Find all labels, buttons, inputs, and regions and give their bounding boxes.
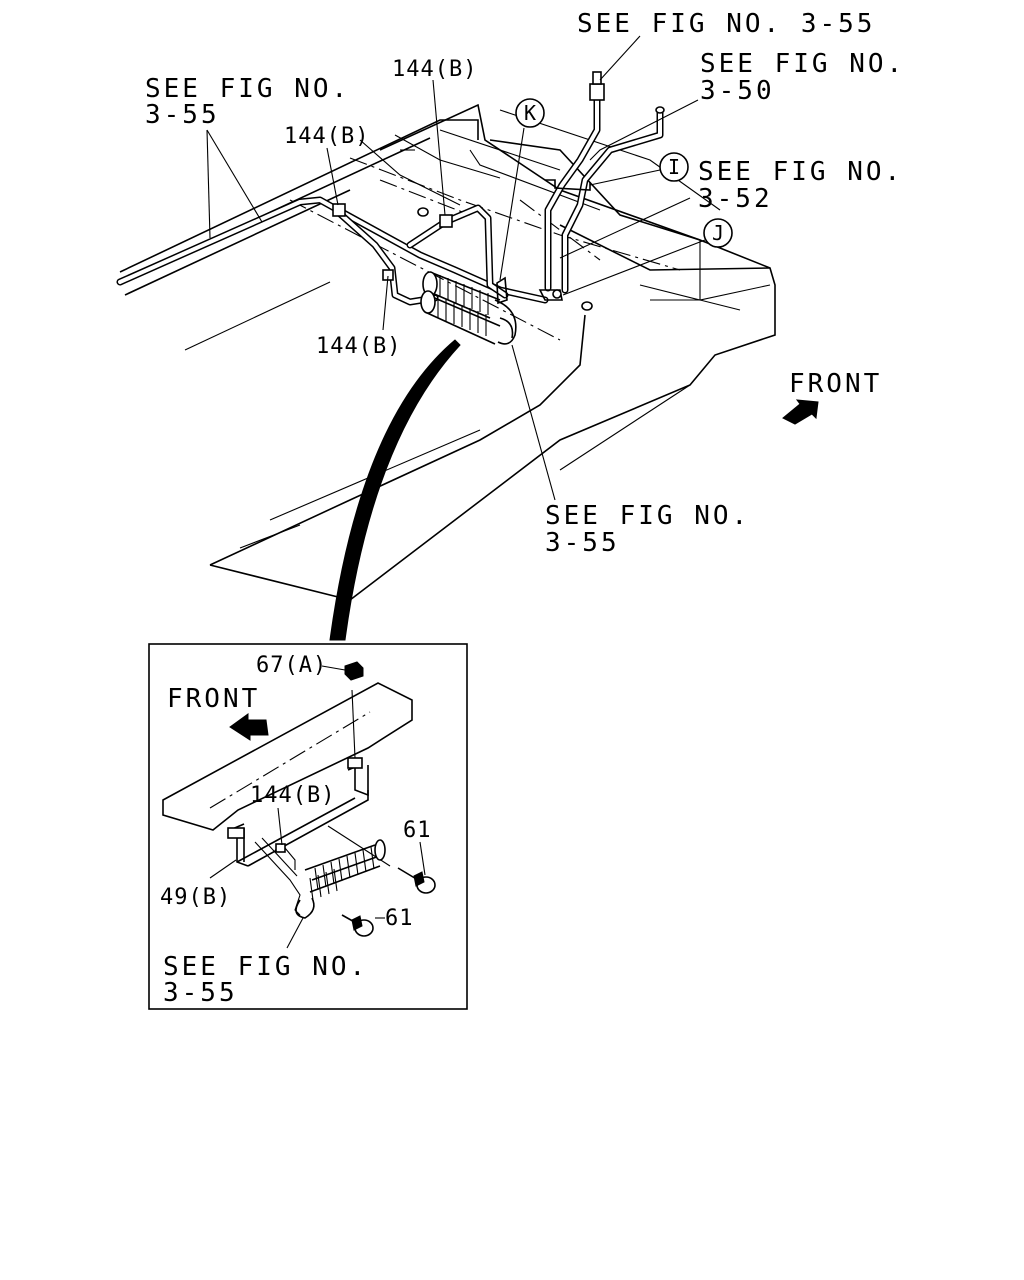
- chassis-frame: [119, 103, 776, 601]
- oil-cooler: [420, 271, 517, 345]
- label-front-top: FRONT: [789, 369, 882, 399]
- label-see-fig-3-52-line2: 3-52: [698, 184, 773, 214]
- label-see-fig-3-55-top: SEE FIG NO. 3-55: [577, 9, 875, 39]
- inset-label-see-fig-line1: SEE FIG NO.: [163, 952, 368, 982]
- inset-detail: FRONT 67(A) 144(B) 61 61 49(B) SEE FIG N…: [148, 643, 468, 1010]
- oil-cooler-pipes: [116, 71, 665, 345]
- callout-144b-a: 144(B): [284, 124, 369, 149]
- circle-ref-k: K: [515, 98, 545, 128]
- inset-callout-61-a: 61: [403, 818, 432, 843]
- label-see-fig-3-52-line1: SEE FIG NO.: [698, 157, 903, 187]
- circle-ref-j-label: J: [712, 221, 724, 245]
- label-see-fig-3-55-left-line1: SEE FIG NO.: [145, 74, 350, 104]
- inset-label-see-fig-line2: 3-55: [163, 978, 238, 1008]
- callout-144b-c: 144(B): [316, 334, 401, 359]
- label-see-fig-3-50-line2: 3-50: [700, 76, 775, 106]
- bolt-61-b: [341, 914, 374, 937]
- detail-pointer: [329, 339, 461, 641]
- circle-ref-k-label: K: [524, 101, 536, 125]
- inset-oil-cooler: [304, 839, 386, 901]
- front-arrow-icon: [782, 399, 819, 425]
- circle-ref-i: I: [659, 152, 689, 182]
- inset-callout-67a: 67(A): [256, 653, 327, 678]
- inset-callout-49b: 49(B): [160, 885, 231, 910]
- label-see-fig-3-55-mid-line1: SEE FIG NO.: [545, 501, 750, 531]
- inset-callout-144b: 144(B): [250, 783, 335, 808]
- circle-ref-i-label: I: [668, 155, 680, 179]
- callout-144b-b: 144(B): [392, 57, 477, 82]
- label-see-fig-3-55-mid-line2: 3-55: [545, 528, 620, 558]
- label-see-fig-3-50-line1: SEE FIG NO.: [700, 49, 905, 79]
- inset-callout-61-b: 61: [385, 906, 414, 931]
- bolt-61-a: [397, 867, 436, 894]
- label-see-fig-3-55-left-line2: 3-55: [145, 100, 220, 130]
- leader-lines: [206, 35, 706, 501]
- inset-front-arrow-icon: [229, 713, 269, 741]
- inset-label-front: FRONT: [167, 684, 260, 714]
- circle-ref-j: J: [703, 218, 733, 248]
